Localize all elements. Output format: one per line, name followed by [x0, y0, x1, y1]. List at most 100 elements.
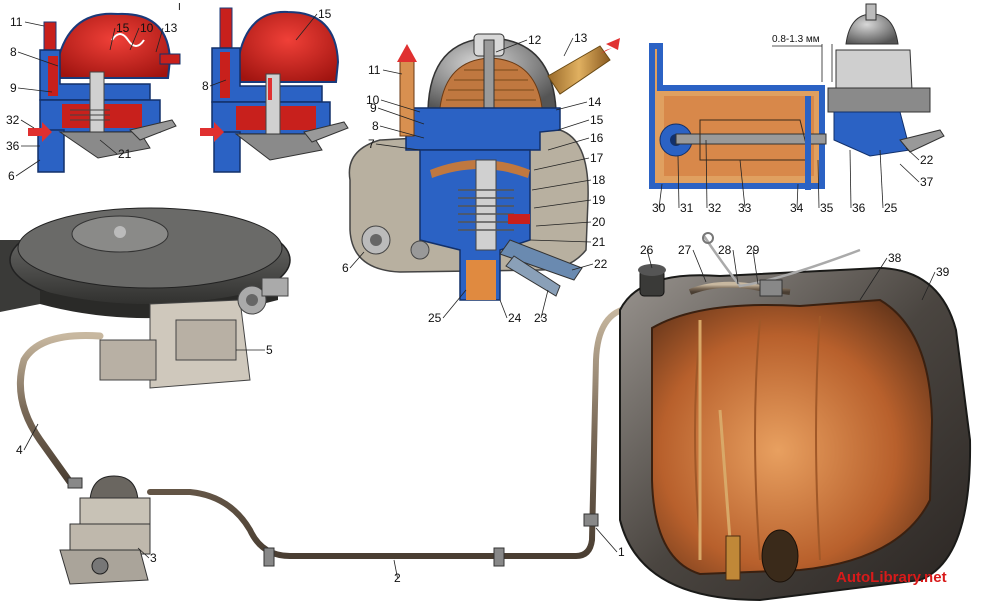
callout-leader [752, 249, 759, 285]
callout-leader [533, 157, 590, 171]
callout-leader [99, 139, 118, 155]
callout-leader [17, 87, 53, 93]
callout-37: 37 [920, 175, 934, 189]
callout-leader [692, 249, 707, 283]
callout-24: 24 [508, 311, 522, 325]
callout-8: 8 [202, 79, 209, 93]
callout-leader [377, 107, 425, 125]
callout-leader [646, 249, 653, 269]
callout-leader [547, 137, 590, 151]
callout-39: 39 [936, 265, 950, 279]
callout-29: 29 [746, 243, 760, 257]
callout-leader [20, 119, 35, 129]
fuel-lines [16, 305, 633, 567]
callout-leader [499, 299, 508, 319]
callout-14: 14 [588, 95, 602, 109]
callout-33: 33 [738, 201, 752, 215]
callout-leader [295, 13, 318, 41]
callout-leader [535, 221, 592, 227]
callout-36: 36 [852, 201, 866, 215]
callout-17: 17 [590, 151, 604, 165]
callout-leader [15, 159, 41, 177]
callout-leader [849, 149, 852, 209]
callout-13: 13 [574, 31, 588, 45]
callout-leader [571, 263, 594, 271]
callout-28: 28 [718, 243, 732, 257]
callout-leader [739, 159, 746, 209]
callout-32: 32 [6, 113, 20, 127]
fuel-pump-assembly [59, 475, 151, 585]
callout-leader [382, 69, 403, 75]
inset-mark: I [178, 2, 181, 13]
callout-6: 6 [8, 169, 15, 183]
callout-leader [879, 149, 884, 209]
callout-leader [209, 79, 227, 87]
callout-leader [349, 251, 365, 269]
callout-15: 15 [116, 21, 130, 35]
callout-25: 25 [428, 311, 442, 325]
callout-38: 38 [888, 251, 902, 265]
air-filter-carburettor [0, 207, 291, 389]
callout-9: 9 [370, 101, 377, 115]
callout-36: 36 [6, 139, 20, 153]
callout-34: 34 [790, 201, 804, 215]
callout-leader [155, 27, 164, 53]
callout-2: 2 [394, 571, 401, 585]
callout-leader [557, 119, 590, 131]
callout-32: 32 [708, 201, 722, 215]
callout-leader [137, 547, 150, 559]
callout-13: 13 [164, 21, 178, 35]
callout-12: 12 [528, 33, 542, 47]
callout-22: 22 [594, 257, 608, 271]
callout-leader [380, 99, 421, 113]
callout-leader [921, 271, 936, 301]
callout-27: 27 [678, 243, 692, 257]
callout-leader [817, 159, 820, 209]
callout-25: 25 [884, 201, 898, 215]
callout-leader [905, 147, 920, 161]
callout-leader [17, 51, 59, 67]
callout-1: 1 [618, 545, 625, 559]
callout-35: 35 [820, 201, 834, 215]
callout-23: 23 [534, 311, 548, 325]
callout-10: 10 [366, 93, 380, 107]
callout-leader [658, 183, 663, 209]
callout-19: 19 [592, 193, 606, 207]
callout-3: 3 [150, 551, 157, 565]
callout-leader [531, 179, 592, 191]
callout-9: 9 [10, 81, 17, 95]
callout-5: 5 [266, 343, 273, 357]
callout-31: 31 [680, 201, 694, 215]
callout-leader [677, 155, 680, 209]
callout-30: 30 [652, 201, 666, 215]
callout-7: 7 [368, 137, 375, 151]
callout-leader [23, 423, 39, 451]
callout-leader [533, 199, 592, 209]
callout-22: 22 [920, 153, 934, 167]
callout-leader [796, 183, 799, 209]
callout-leader [595, 527, 618, 553]
callout-leader [109, 27, 116, 51]
callout-leader [899, 163, 920, 183]
callout-leader [529, 239, 592, 243]
callout-leader [705, 139, 708, 209]
callout-16: 16 [590, 131, 604, 145]
callout-leader [859, 257, 888, 301]
callout-leader [393, 559, 398, 579]
callout-8: 8 [372, 119, 379, 133]
callout-11: 11 [10, 15, 23, 29]
callout-4: 4 [16, 443, 23, 457]
callout-11: 11 [368, 63, 381, 77]
callout-leader [379, 125, 425, 139]
callout-18: 18 [592, 173, 606, 187]
callout-leader [495, 39, 528, 53]
callout-26: 26 [640, 243, 654, 257]
callout-leader [24, 21, 45, 27]
callout-leader [129, 27, 140, 51]
callout-leader [563, 37, 574, 57]
callout-leader [555, 101, 588, 111]
callout-21: 21 [592, 235, 606, 249]
pump-mounting-detail [649, 3, 945, 190]
